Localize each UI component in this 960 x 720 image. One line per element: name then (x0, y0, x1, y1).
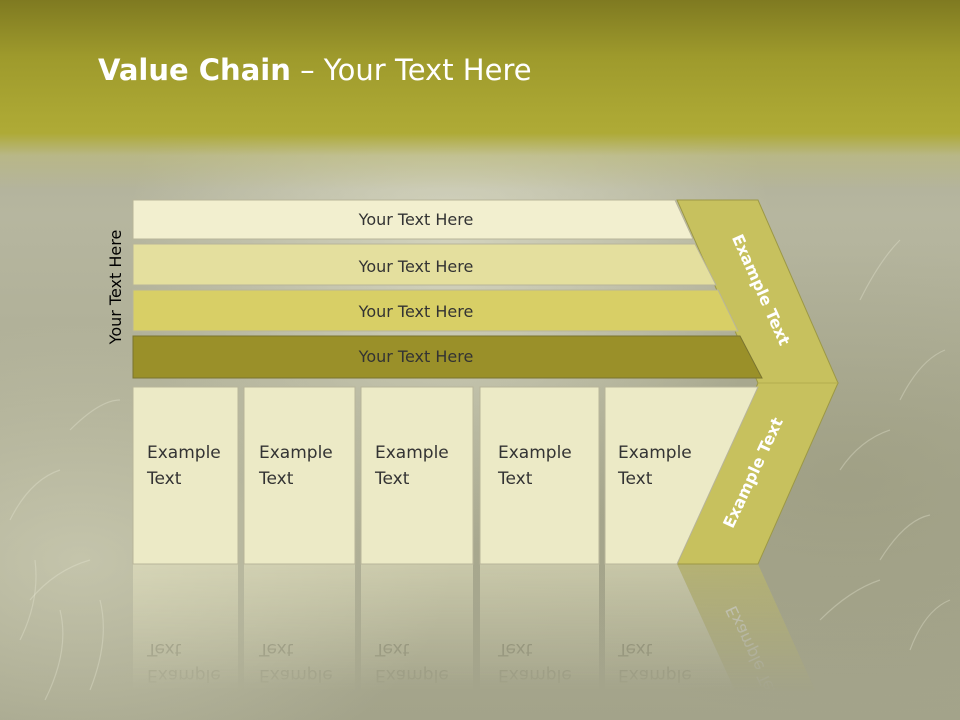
column-5-line2: Text (617, 469, 653, 489)
side-label: Your Text Here (106, 230, 125, 346)
column-3-reflection-text: Example (375, 665, 449, 685)
column-4 (479, 386, 600, 565)
chevron-bottom-reflection (677, 564, 829, 720)
column-3-line2: Text (374, 469, 410, 489)
bar-2-label: Your Text Here (358, 257, 474, 276)
slide-title: Value Chain – Your Text Here (98, 53, 532, 87)
column-2-reflection (244, 564, 355, 720)
column-4-reflection-text: Text (497, 639, 533, 659)
column-2-reflection-text: Text (258, 639, 294, 659)
column-2-line2: Text (258, 469, 294, 489)
column-4-reflection (480, 564, 599, 720)
column-1-reflection-text: Text (146, 639, 182, 659)
bar-3-label: Your Text Here (358, 302, 474, 321)
bar-4-label: Your Text Here (358, 347, 474, 366)
column-1-line2: Text (146, 469, 182, 489)
column-3-reflection (361, 564, 473, 720)
column-3-line1: Example (375, 443, 449, 463)
header-band (0, 0, 960, 190)
title-rest: – Your Text Here (290, 53, 532, 87)
bar-3 (132, 289, 739, 332)
column-2-line1: Example (259, 443, 333, 463)
column-5 (604, 386, 759, 565)
column-2 (243, 386, 356, 565)
column-4-line1: Example (498, 443, 572, 463)
bar-1 (132, 199, 694, 240)
column-5-reflection-text: Text (617, 639, 653, 659)
column-3 (360, 386, 474, 565)
bar-4 (132, 335, 763, 379)
column-5-line1: Example (618, 443, 692, 463)
bar-1-label: Your Text Here (358, 210, 474, 229)
column-5-reflection-text: Example (618, 665, 692, 685)
column-1-reflection (133, 564, 238, 720)
column-1-line1: Example (147, 443, 221, 463)
column-1 (132, 386, 239, 565)
column-3-reflection-text: Text (374, 639, 410, 659)
column-2-reflection-text: Example (259, 665, 333, 685)
column-5-reflection (605, 564, 749, 720)
diagram-reflection: Example Text Example Text Example Text E… (133, 564, 829, 720)
column-4-line2: Text (497, 469, 533, 489)
bar-2 (132, 243, 717, 286)
column-1-reflection-text: Example (147, 665, 221, 685)
column-4-reflection-text: Example (498, 665, 572, 685)
title-bold: Value Chain (98, 53, 291, 87)
